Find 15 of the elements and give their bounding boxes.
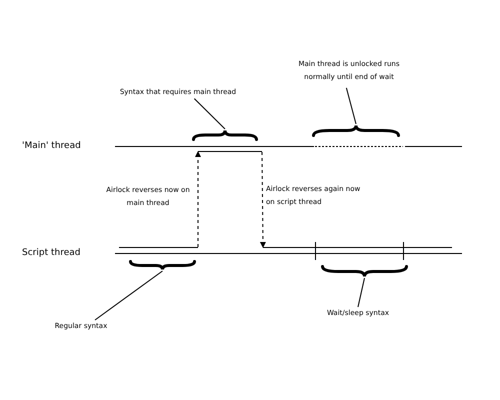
curly-brace [321, 265, 408, 278]
segment-line [198, 151, 262, 152]
thread-label: Script thread [22, 247, 82, 260]
curly-brace [192, 129, 258, 141]
leader-line [194, 98, 226, 130]
dashed-arrow [195, 151, 201, 248]
curly-brace [312, 124, 400, 137]
segment-line [263, 247, 452, 248]
thread-label: 'Main' thread [22, 140, 82, 153]
segment-line [119, 247, 198, 248]
leader-line [94, 270, 163, 320]
leader-line [358, 278, 365, 308]
leader-line [346, 87, 356, 124]
dashed-arrow [260, 152, 266, 248]
curly-brace [129, 260, 196, 271]
